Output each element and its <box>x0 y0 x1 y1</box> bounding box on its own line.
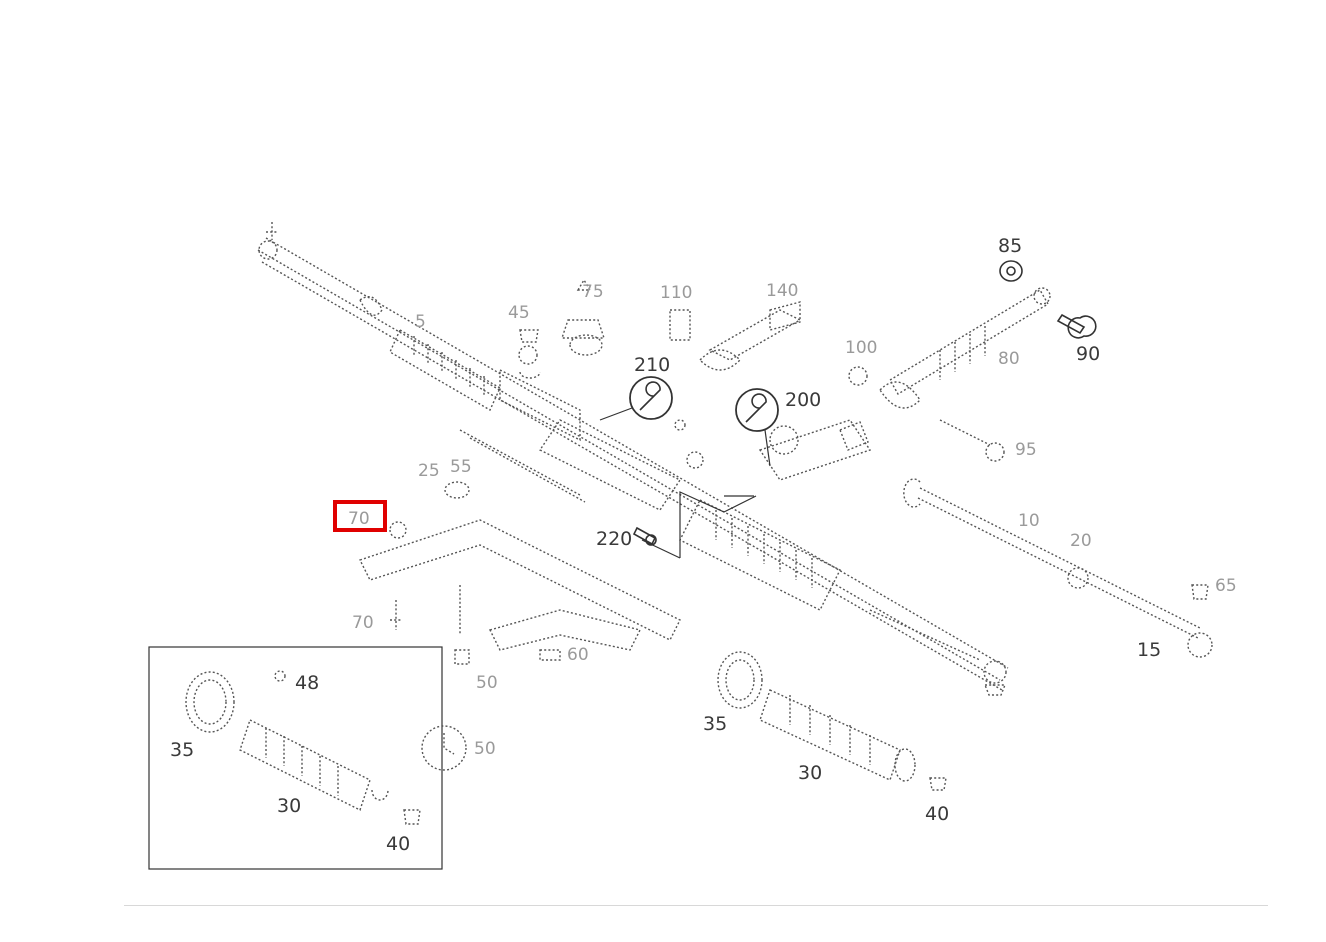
callout-5: 5 <box>415 312 426 332</box>
callout-55: 55 <box>450 457 472 477</box>
callout-70-highlighted: 70 <box>348 509 370 529</box>
callout-200: 200 <box>785 389 821 411</box>
right-tie-rod <box>879 287 1213 658</box>
bolt-90 <box>1056 313 1097 339</box>
wrench-icon-200 <box>735 388 779 432</box>
inset-callouts: 48 35 30 40 50 <box>170 672 496 855</box>
inset-callout-50: 50 <box>474 739 496 759</box>
callout-45: 45 <box>508 303 530 323</box>
callout-210: 210 <box>634 354 670 376</box>
inset-detail <box>148 646 467 870</box>
callout-50: 50 <box>476 673 498 693</box>
callout-15: 15 <box>1137 639 1161 661</box>
callout-25: 25 <box>418 461 440 481</box>
inset-callout-30: 30 <box>277 795 301 817</box>
inset-callout-40: 40 <box>386 833 410 855</box>
mounting-bracket <box>359 481 681 665</box>
highlight-box <box>333 500 387 532</box>
callout-10: 10 <box>1018 511 1040 531</box>
callout-40: 40 <box>925 803 949 825</box>
callout-220: 220 <box>596 528 632 550</box>
callout-85: 85 <box>998 235 1022 257</box>
bellows-boot-center <box>717 651 947 791</box>
leader-lines <box>599 407 771 559</box>
steering-rack-assembly <box>257 222 1009 696</box>
callout-140: 140 <box>766 281 798 301</box>
callout-20: 20 <box>1070 531 1092 551</box>
callout-80: 80 <box>998 349 1020 369</box>
callout-95: 95 <box>1015 440 1037 460</box>
callout-100: 100 <box>845 338 877 358</box>
callout-110: 110 <box>660 283 692 303</box>
callout-90: 90 <box>1076 343 1100 365</box>
callout-60: 60 <box>567 645 589 665</box>
footer-divider <box>124 905 1268 906</box>
valve-housing-parts <box>518 278 872 481</box>
callout-35: 35 <box>703 713 727 735</box>
wrench-icon-210 <box>629 376 673 420</box>
inset-callout-35: 35 <box>170 739 194 761</box>
callout-75: 75 <box>582 282 604 302</box>
callout-30: 30 <box>798 762 822 784</box>
callout-70-lower: 70 <box>352 613 374 633</box>
callouts: 85 90 210 200 220 15 35 30 40 70 <box>348 235 1161 825</box>
callout-65: 65 <box>1215 576 1237 596</box>
inset-callout-48: 48 <box>295 672 319 694</box>
faint-callouts: 5 75 110 140 100 45 25 55 10 20 65 80 95… <box>352 281 1237 693</box>
screw-220 <box>632 526 657 546</box>
washer-85 <box>999 260 1023 282</box>
